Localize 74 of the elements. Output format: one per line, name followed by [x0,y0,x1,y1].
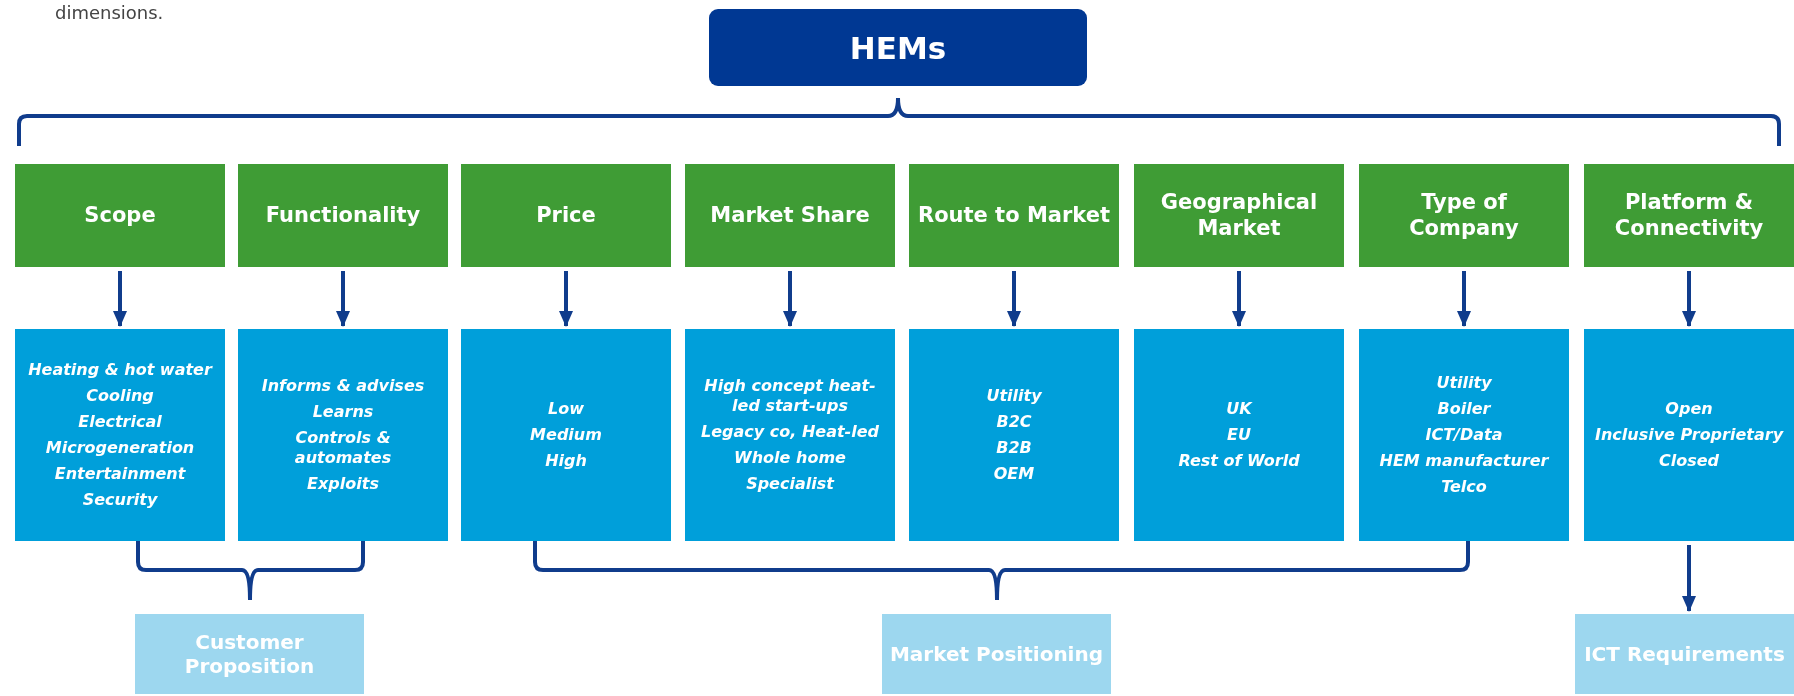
option-text: Low [548,399,584,419]
option-text: B2C [996,412,1032,432]
heading-text: Customer Proposition [183,630,316,678]
category-box [461,164,671,267]
arrow [1007,271,1021,327]
option-text: Utility [986,386,1042,406]
option-text: Controls & automates [293,428,393,468]
options-box [909,329,1119,541]
arrow [783,271,797,327]
arrow [1682,271,1696,327]
heading-text: Market Share [710,202,870,229]
title-box [709,9,1087,86]
option-text: Rest of World [1178,451,1300,471]
option-text: Microgeneration [45,438,195,458]
category-box [238,164,448,267]
heading-text: Functionality [265,202,421,229]
outcome-box [1575,614,1794,694]
heading-text: Price [536,202,596,229]
outcome-box [882,614,1111,694]
option-text: Electrical [78,412,162,432]
options-box [461,329,671,541]
option-text: High concept heat-led start-ups [703,376,877,416]
outcome-box [135,614,364,694]
option-text: Medium [530,425,602,445]
option-text: Inclusive Proprietary [1594,425,1784,445]
options-box [238,329,448,541]
category-box [909,164,1119,267]
option-text: High [545,451,587,471]
option-text: Informs & advises [261,376,425,396]
options-box [15,329,225,541]
category-box [1134,164,1344,267]
heading-text: ICT Requirements [1584,642,1785,666]
arrow [336,271,350,327]
arrow [113,271,127,327]
option-text: HEM manufacturer [1379,451,1549,471]
title-text: HEMs [849,29,947,66]
category-box [685,164,895,267]
option-text: Utility [1436,373,1492,393]
option-text: Boiler [1437,399,1491,419]
arrow [1232,271,1246,327]
arrow [1682,545,1696,612]
options-box [685,329,895,541]
option-text: Open [1665,399,1713,419]
option-text: Cooling [86,386,154,406]
options-box [1359,329,1569,541]
heading-text: Platform & Connectivity [1613,190,1765,241]
text-fragment: dimensions. [55,2,164,23]
option-text: Whole home [734,448,846,468]
option-text: Entertainment [54,464,186,484]
option-text: ICT/Data [1425,425,1503,445]
heading-text: Geographical Market [1159,190,1319,241]
option-text: Telco [1441,477,1487,497]
option-text: EU [1227,425,1251,445]
option-text: Learns [312,402,374,422]
arrow [559,271,573,327]
options-box [1584,329,1794,541]
option-text: Legacy co, Heat-led [701,422,879,442]
option-text: Security [82,490,158,510]
heading-text: Type of Company [1408,190,1520,241]
option-text: Closed [1658,451,1719,471]
option-text: Specialist [746,474,834,494]
option-text: Heating & hot water [28,360,212,380]
options-box [1134,329,1344,541]
arrow [1457,271,1471,327]
category-box [1359,164,1569,267]
option-text: OEM [993,464,1035,484]
option-text: B2B [996,438,1032,458]
option-text: Exploits [307,474,379,494]
category-box [15,164,225,267]
category-box [1584,164,1794,267]
heading-text: Route to Market [918,202,1110,229]
option-text: UK [1226,399,1252,419]
heading-text: Scope [84,202,156,229]
heading-text: Market Positioning [889,642,1104,666]
